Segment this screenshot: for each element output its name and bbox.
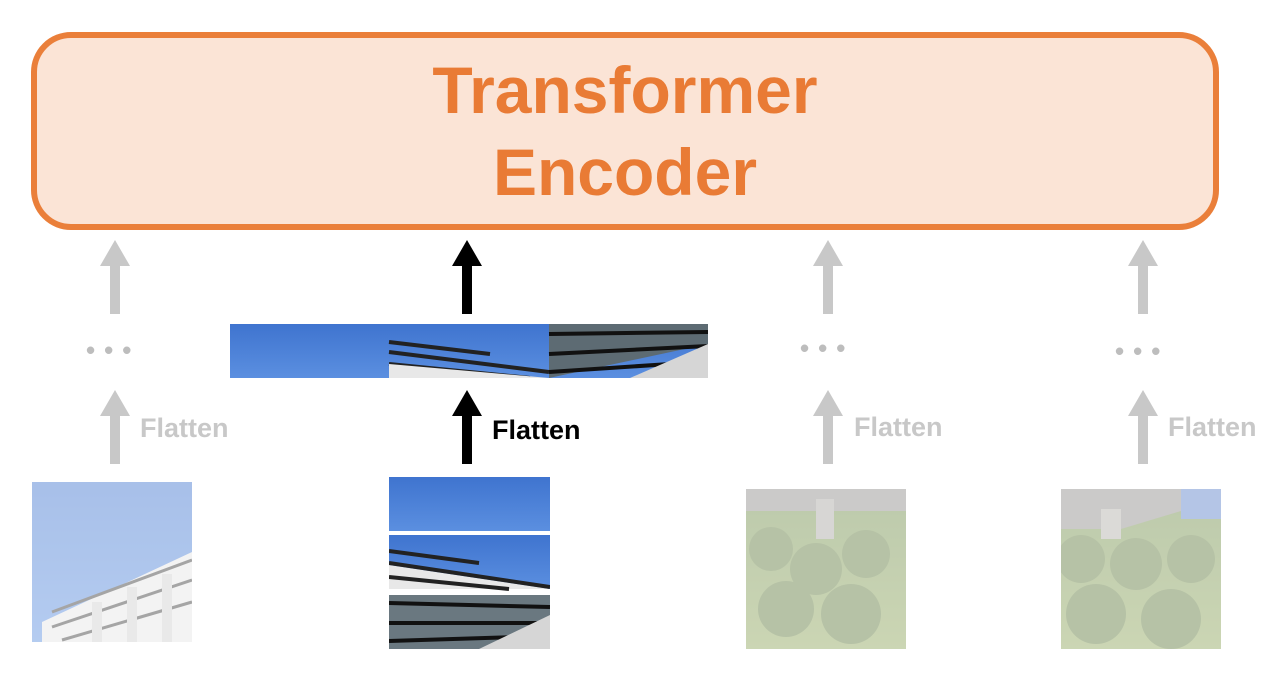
flattened-patch-sequence bbox=[230, 324, 708, 378]
building-patch-icon bbox=[32, 482, 192, 642]
encoder-title-line1: Transformer bbox=[432, 53, 818, 127]
up-arrow-icon bbox=[452, 390, 482, 464]
foliage-patch-icon bbox=[746, 489, 906, 649]
building-patch-split-icon bbox=[389, 477, 550, 649]
flatten-label: Flatten bbox=[854, 412, 943, 442]
flatten-label: Flatten bbox=[1168, 412, 1257, 442]
up-arrow-icon bbox=[813, 240, 843, 314]
ellipsis-dots: ••• bbox=[1115, 336, 1170, 366]
up-arrow-icon bbox=[100, 240, 130, 314]
ellipsis-dots: ••• bbox=[86, 335, 141, 365]
ellipsis-dots: ••• bbox=[800, 333, 855, 363]
encoder-title-line2: Encoder bbox=[492, 135, 758, 209]
up-arrow-icon bbox=[1128, 240, 1158, 314]
up-arrow-icon bbox=[452, 240, 482, 314]
flatten-label-active: Flatten bbox=[492, 415, 581, 445]
up-arrow-icon bbox=[100, 390, 130, 464]
flatten-label: Flatten bbox=[140, 413, 229, 443]
transformer-encoder-box: Transformer Encoder bbox=[31, 32, 1219, 230]
up-arrow-icon bbox=[813, 390, 843, 464]
up-arrow-icon bbox=[1128, 390, 1158, 464]
foliage-patch-icon bbox=[1061, 489, 1221, 649]
